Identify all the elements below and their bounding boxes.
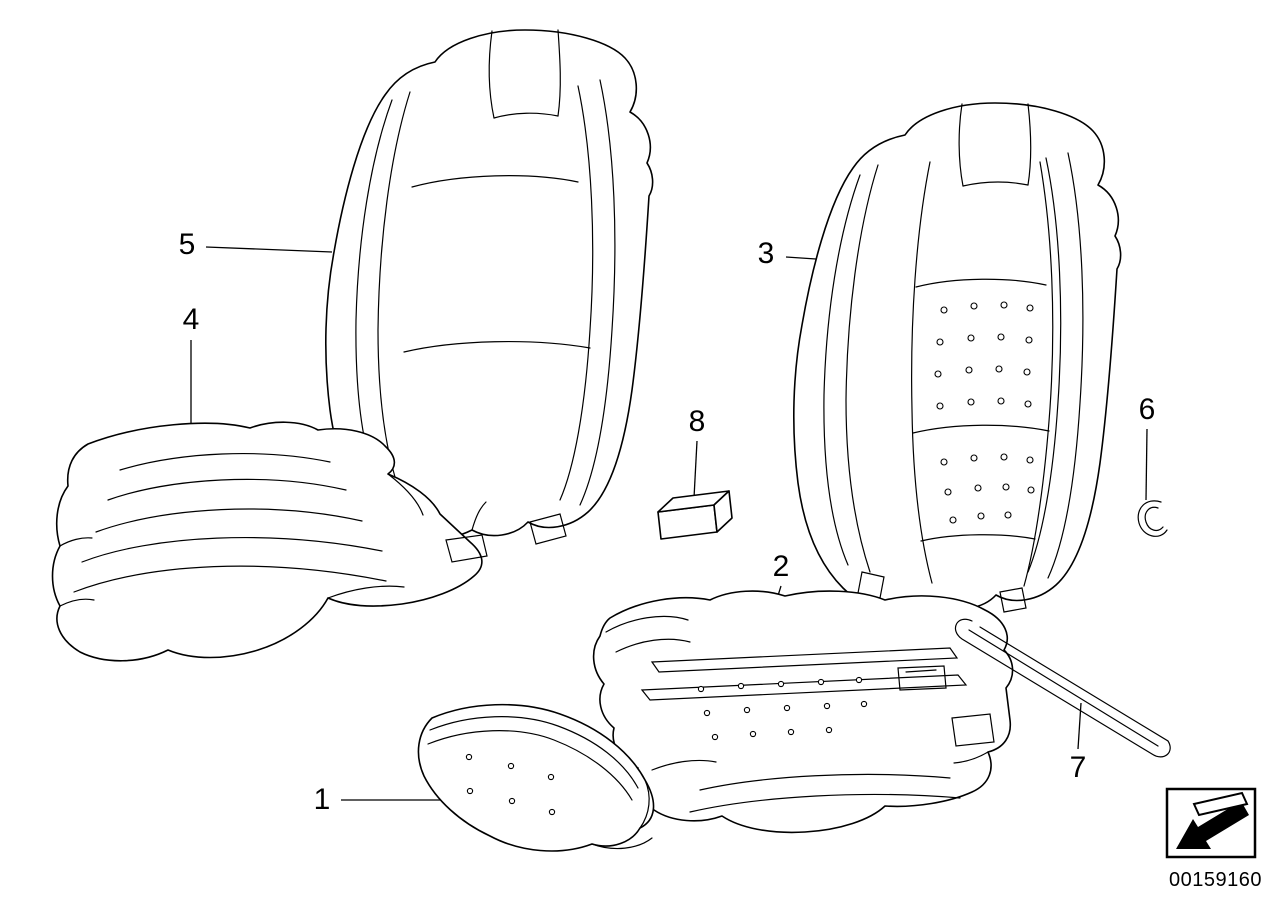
document-number: 00159160 [1169,869,1262,891]
callout-4[interactable]: 4 [182,303,200,336]
seat-cushion-cover-left-art [51,421,488,662]
callout-2[interactable]: 2 [772,550,790,583]
leader-line-8 [693,440,698,499]
callout-3[interactable]: 3 [757,237,775,270]
wire-rod-art [954,618,1171,758]
small-block-art [657,490,733,540]
callout-6[interactable]: 6 [1138,393,1156,426]
callout-5[interactable]: 5 [178,228,196,261]
leader-line-5 [205,246,333,253]
perforation-dots-lower [940,453,1035,524]
retaining-clip-art [1137,500,1168,537]
pan-perforation-dots [697,676,868,741]
leader-line-6 [1145,428,1148,501]
callout-1[interactable]: 1 [313,783,331,816]
direction-arrow-icon [1165,787,1257,859]
backrest-cover-right-art [793,102,1122,613]
pad-perforation-dots [465,753,556,816]
perforation-dots-upper [934,301,1034,410]
seat-pad-art [417,703,655,852]
seat-cushion-pan-art [592,590,1014,834]
callout-7[interactable]: 7 [1069,751,1087,784]
callout-8[interactable]: 8 [688,405,706,438]
